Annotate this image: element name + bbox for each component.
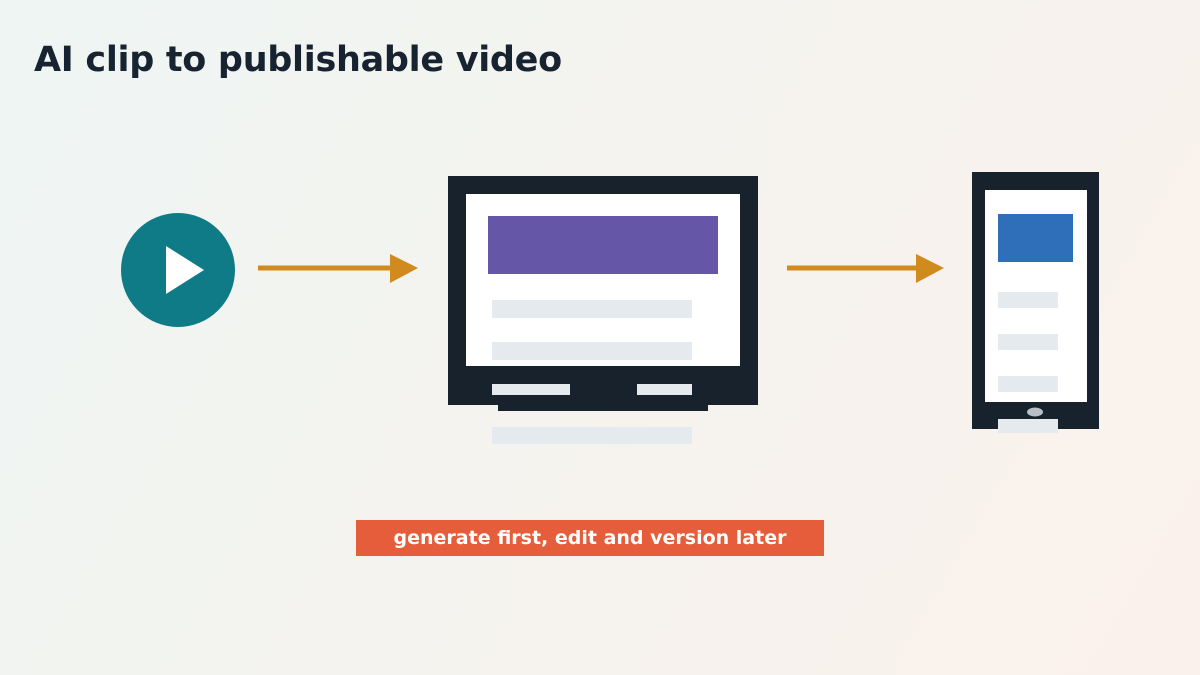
mobile-phone-icon [972, 172, 1099, 433]
home-button [1027, 407, 1043, 417]
caption-banner: generate first, edit and version later [356, 520, 824, 556]
monitor-stand [498, 396, 708, 411]
play-circle-icon [121, 213, 235, 327]
placeholder-line [998, 419, 1058, 433]
arrow-right-icon [258, 254, 418, 283]
placeholder-line [998, 292, 1058, 308]
placeholder-line [492, 427, 692, 444]
placeholder-line [998, 376, 1058, 392]
placeholder-line [492, 342, 692, 360]
desktop-monitor-icon [448, 176, 758, 444]
placeholder-line [637, 384, 692, 395]
placeholder-line [492, 384, 570, 395]
placeholder-line [998, 334, 1058, 350]
desktop-header-block [488, 216, 718, 274]
placeholder-line [492, 300, 692, 318]
mobile-header-block [998, 214, 1073, 262]
page-title: AI clip to publishable video [34, 40, 562, 80]
arrow-right-icon [787, 254, 944, 283]
